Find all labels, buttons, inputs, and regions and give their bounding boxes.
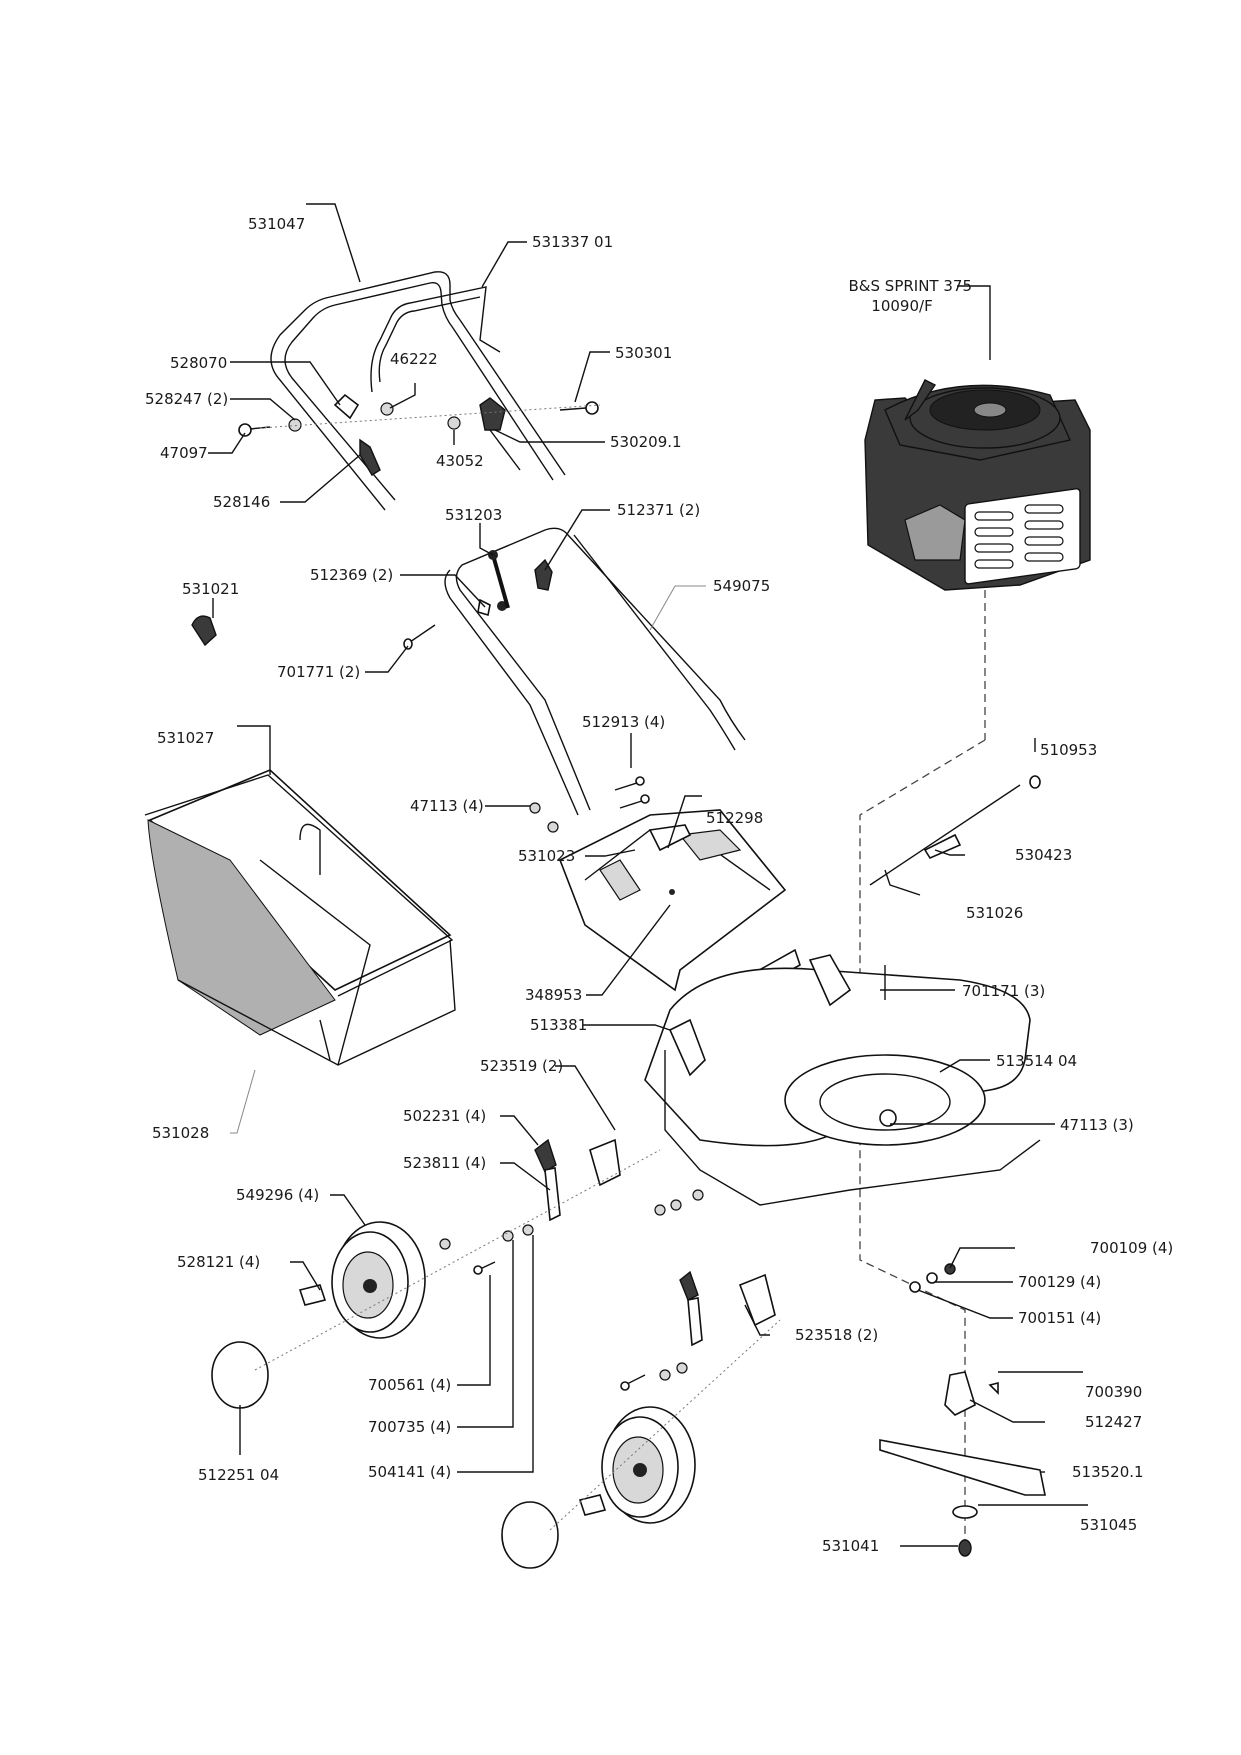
part-label: 528121 (4): [177, 1253, 260, 1271]
part-label: 512369 (2): [310, 566, 393, 584]
part-label: 549296 (4): [236, 1186, 319, 1204]
part-label: 512913 (4): [582, 713, 665, 731]
grass-bag-drawing: [144, 769, 456, 1066]
part-label: 531026: [966, 904, 1023, 922]
part-label: 512371 (2): [617, 501, 700, 519]
mower-deck-drawing: [644, 954, 1041, 1293]
part-label: 531045: [1080, 1516, 1137, 1534]
part-label: 46222: [390, 350, 438, 368]
part-label: 530423: [1015, 846, 1072, 864]
part-label: 530209.1: [610, 433, 682, 451]
part-label: 523518 (2): [795, 1326, 878, 1344]
upper-handle-hardware: [238, 393, 601, 476]
part-label: 502231 (4): [403, 1107, 486, 1125]
part-label: 512298: [706, 809, 763, 827]
part-label: 47097: [160, 444, 208, 462]
part-label: 531028: [152, 1124, 209, 1142]
part-label: 700129 (4): [1018, 1273, 1101, 1291]
part-label: 523519 (2): [480, 1057, 563, 1075]
part-label: 531023: [518, 847, 575, 865]
part-label: 700151 (4): [1018, 1309, 1101, 1327]
wheel-assembly-left: [211, 1138, 661, 1409]
part-label: 701171 (3): [962, 982, 1045, 1000]
lower-handle-drawing: [191, 527, 746, 833]
part-label: 700735 (4): [368, 1418, 451, 1436]
part-label: 510953: [1040, 741, 1097, 759]
part-label: 700390: [1085, 1383, 1142, 1401]
part-label: 700109 (4): [1090, 1239, 1173, 1257]
part-label: 701771 (2): [277, 663, 360, 681]
upper-handle-drawing: [270, 271, 566, 511]
rear-axle-drawing: [869, 775, 1041, 886]
part-label: 512251 04: [198, 1466, 279, 1484]
part-label: 528247 (2): [145, 390, 228, 408]
part-label: 348953: [525, 986, 582, 1004]
part-label: 531027: [157, 729, 214, 747]
part-label: 549075: [713, 577, 770, 595]
part-label: 504141 (4): [368, 1463, 451, 1481]
part-label: 528070: [170, 354, 227, 372]
part-label: 47113 (3): [1060, 1116, 1134, 1134]
part-labels: B&S SPRINT 375 10090/F 531047 531337 01 …: [145, 215, 1173, 1555]
engine-drawing: [864, 379, 1091, 591]
part-label: 531203: [445, 506, 502, 524]
part-label: 531041: [822, 1537, 879, 1555]
part-label: 531047: [248, 215, 305, 233]
part-label: 528146: [213, 493, 270, 511]
part-label: 513381: [530, 1016, 587, 1034]
part-label: 523811 (4): [403, 1154, 486, 1172]
part-label: 47113 (4): [410, 797, 484, 815]
engine-label-line1: B&S SPRINT 375: [849, 277, 972, 295]
part-label: 513520.1: [1072, 1463, 1144, 1481]
part-label: 531337 01: [532, 233, 613, 251]
engine-label-line2: 10090/F: [871, 297, 932, 315]
part-label: 43052: [436, 452, 484, 470]
part-label: 512427: [1085, 1413, 1142, 1431]
part-label: 513514 04: [996, 1052, 1077, 1070]
part-label: 530301: [615, 344, 672, 362]
part-label: 700561 (4): [368, 1376, 451, 1394]
wheel-assembly-right: [501, 1270, 781, 1569]
leader-lines: [208, 203, 1088, 1547]
part-label: 531021: [182, 580, 239, 598]
blade-assembly-drawing: [879, 1371, 1046, 1557]
